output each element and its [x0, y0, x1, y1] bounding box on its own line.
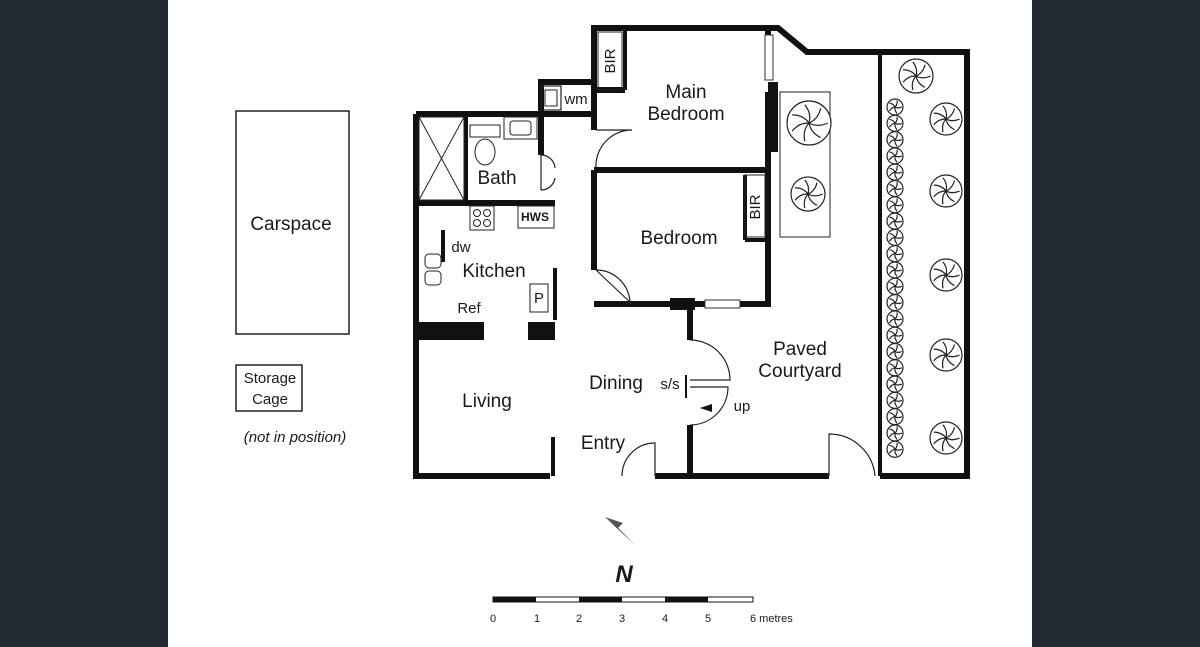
scale-tick-5: 5 [705, 613, 711, 625]
shrub-icon [886, 131, 904, 149]
shrub-icon [886, 228, 904, 246]
living-label: Living [462, 391, 512, 412]
dw-label: dw [451, 239, 470, 256]
kitchen-label: Kitchen [462, 261, 525, 282]
shrub-icon [886, 98, 904, 116]
shrub-icon [886, 440, 904, 458]
shrub-icon [786, 100, 832, 146]
scale-tick-6: 6 metres [750, 613, 793, 625]
ref-label: Ref [457, 300, 481, 317]
carspace-outline [235, 110, 350, 335]
up-arrow-icon [700, 404, 712, 412]
bedroom-wall-block [768, 82, 778, 152]
scale-tick-0: 0 [490, 613, 496, 625]
bath-label: Bath [477, 168, 516, 189]
shrub-icon [886, 294, 904, 312]
shrub-icon [886, 163, 904, 181]
shrub-icon [886, 179, 904, 198]
shrub-icon [886, 342, 904, 361]
scale-tick-2: 2 [576, 613, 582, 625]
dining-label: Dining [589, 373, 643, 394]
planter-box [779, 91, 831, 238]
left-background-panel [0, 0, 168, 647]
scale-tick-3: 3 [619, 613, 625, 625]
courtyard-label-line1: Paved [773, 339, 827, 360]
scale-bar [492, 596, 754, 603]
shrub-icon [790, 176, 826, 212]
shrub-icon [929, 174, 963, 208]
shrub-icon [886, 310, 904, 328]
right-background-panel [1032, 0, 1200, 647]
entry-label: Entry [581, 433, 626, 454]
main-bir-robe [597, 31, 623, 91]
shrub-icon [886, 196, 904, 214]
shrub-icon [929, 102, 963, 136]
corner-wall-block [670, 298, 695, 310]
shrub-icon [886, 277, 904, 295]
door-swings [540, 129, 876, 477]
shrub-icon [929, 421, 963, 455]
shrub-icon [886, 212, 904, 230]
shrub-icon [929, 338, 963, 372]
shrub-icon [886, 261, 904, 279]
shrub-icon [886, 245, 904, 263]
windows [704, 34, 774, 309]
carspace-label: Carspace [250, 214, 331, 235]
main-bedroom-label-line1: Main [665, 82, 706, 103]
shrub-icon [886, 375, 904, 393]
shrub-icon [886, 147, 904, 165]
kitchen-bench-block [416, 322, 484, 340]
bedroom-bir-label: BIR [747, 194, 764, 219]
washing-machine [540, 85, 562, 111]
shrub-icon [929, 258, 963, 292]
bedroom-bir-robe [744, 174, 766, 238]
up-label: up [734, 398, 751, 415]
north-label: N [615, 561, 633, 588]
shrub-icon [886, 359, 904, 377]
scale-tick-4: 4 [662, 613, 668, 625]
kitchen-fixtures [424, 205, 555, 313]
storage-note: (not in position) [244, 429, 347, 446]
shrubs [786, 58, 963, 458]
shrub-icon [886, 391, 904, 409]
main-bedroom-label-line2: Bedroom [647, 104, 724, 125]
storage-cage-label-line1: Storage [244, 370, 297, 387]
bedroom-label: Bedroom [640, 228, 717, 249]
scale-bar-ticks: 0 1 2 3 4 5 6 metres [490, 613, 793, 625]
courtyard-label-line2: Courtyard [758, 361, 841, 382]
ss-label: s/s [660, 376, 679, 393]
island-bench-block [528, 322, 555, 340]
shrub-icon [898, 58, 934, 94]
hws-label: HWS [521, 210, 549, 224]
shrub-icon [886, 408, 904, 426]
storage-cage-outline [235, 364, 303, 412]
main-bir-label: BIR [602, 48, 619, 73]
shrub-icon [886, 326, 904, 344]
pantry-label: P [534, 290, 544, 307]
north-arrow-icon [605, 517, 635, 545]
scale-tick-1: 1 [534, 613, 540, 625]
shrub-icon [886, 424, 904, 442]
wm-label: wm [563, 91, 587, 108]
shrub-icon [886, 114, 904, 132]
storage-cage-label-line2: Cage [252, 391, 288, 408]
bathroom-fixtures [418, 116, 538, 201]
